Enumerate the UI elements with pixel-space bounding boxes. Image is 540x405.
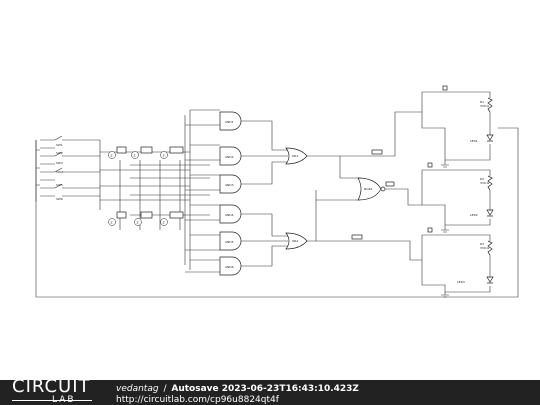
switch-label-2: SW2 [56, 151, 63, 155]
nor-gate: NOR1 [357, 177, 422, 206]
gate-label-3: AND3 [225, 183, 234, 187]
svg-text:Z: Z [163, 154, 165, 158]
switch-label-6: SW6 [56, 197, 63, 201]
schematic-canvas: SW1 SW2 SW3 SW4 SW5 SW6 Z Z Z Z Z Z [35, 85, 519, 298]
circuit-url[interactable]: http://circuitlab.com/cp96u8824qt4f [116, 395, 279, 405]
svg-text:Z: Z [137, 221, 139, 225]
or-label-2: OR2 [292, 239, 298, 243]
svg-text:LED2: LED2 [470, 213, 478, 217]
circuit-meta: vedantag / Autosave 2023-06-23T16:43:10.… [116, 384, 359, 394]
and-gates: AND1 AND2 AND3 AND4 AND5 AND6 [219, 111, 242, 276]
author-name[interactable]: vedantag [116, 384, 159, 394]
footer-bar: CIRCUIT LAB vedantag / Autosave 2023-06-… [0, 376, 540, 405]
circuit-title: Autosave 2023-06-23T16:43:10.423Z [171, 384, 359, 394]
circuitlab-logo[interactable]: CIRCUIT [12, 376, 91, 397]
input-bus [99, 109, 220, 273]
gate-label-1: AND1 [225, 120, 234, 124]
svg-text:Z: Z [134, 154, 136, 158]
switch-label-4: SW4 [56, 170, 63, 174]
svg-text:LED3: LED3 [457, 280, 465, 284]
or-output-wires [307, 111, 422, 261]
gate-label-4: AND4 [225, 213, 234, 217]
switch-label-1: SW1 [56, 143, 63, 147]
svg-text:R1: R1 [480, 100, 484, 104]
meta-separator: / [163, 384, 167, 394]
gate-label-2: AND2 [225, 155, 234, 159]
probes-top: Z Z Z [108, 146, 184, 159]
led-branch-3: R3 330 Ω LED3 [421, 227, 494, 298]
or-label-1: OR1 [292, 154, 298, 158]
switch-label-3: SW3 [56, 161, 63, 165]
net-flag-2 [351, 234, 363, 240]
svg-text:330 Ω: 330 Ω [480, 181, 490, 185]
svg-text:Z: Z [111, 154, 113, 158]
svg-text:Z: Z [111, 221, 113, 225]
probes-bottom: Z Z Z [108, 211, 184, 226]
gate-label-5: AND5 [225, 240, 234, 244]
svg-text:LED1: LED1 [470, 139, 478, 143]
svg-text:Z: Z [163, 221, 165, 225]
svg-text:330 Ω: 330 Ω [480, 246, 490, 250]
led-branch-1: R1 330 Ω LED1 [421, 85, 494, 168]
nor-label: NOR1 [364, 187, 373, 191]
switch-label-5: SW5 [56, 183, 63, 187]
led-branch-2: R2 330 Ω LED2 [421, 162, 494, 233]
svg-text:R2: R2 [480, 177, 484, 181]
switch-block: SW1 SW2 SW3 SW4 SW5 SW6 [35, 135, 100, 202]
svg-text:R3: R3 [480, 242, 484, 246]
net-flag-1 [371, 149, 383, 155]
logo-underline [12, 400, 92, 401]
logo-lab-text: LAB [52, 395, 76, 405]
feedback-wire [35, 127, 519, 298]
or-gates: OR1 OR2 [285, 147, 308, 250]
gate-label-6: AND6 [225, 265, 234, 269]
and-to-or-wires [241, 120, 288, 267]
svg-text:330 Ω: 330 Ω [480, 104, 490, 108]
